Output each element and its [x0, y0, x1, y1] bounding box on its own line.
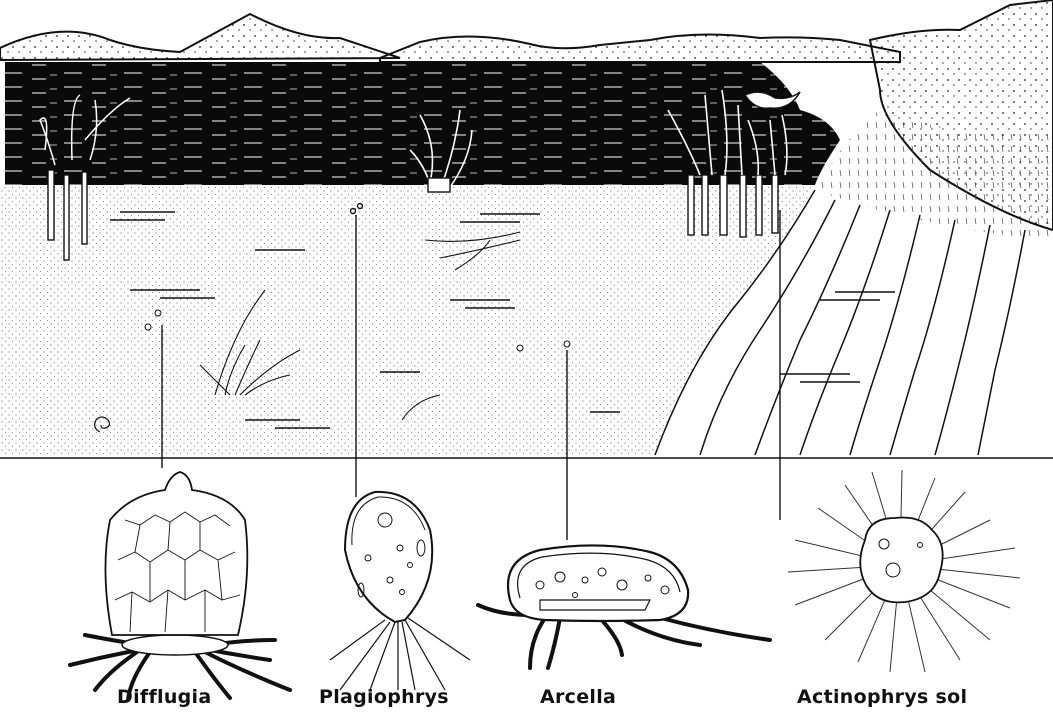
plagiophrys-illustration [330, 492, 470, 690]
actinophrys-sol-illustration [788, 470, 1020, 672]
difflugia-illustration [70, 472, 290, 700]
label-arcella: Arcella [540, 686, 616, 708]
label-actinophrys-sol: Actinophrys sol [797, 686, 967, 708]
arcella-illustration [478, 545, 770, 668]
label-plagiophrys: Plagiophrys [319, 686, 449, 708]
label-difflugia: Difflugia [117, 686, 212, 708]
